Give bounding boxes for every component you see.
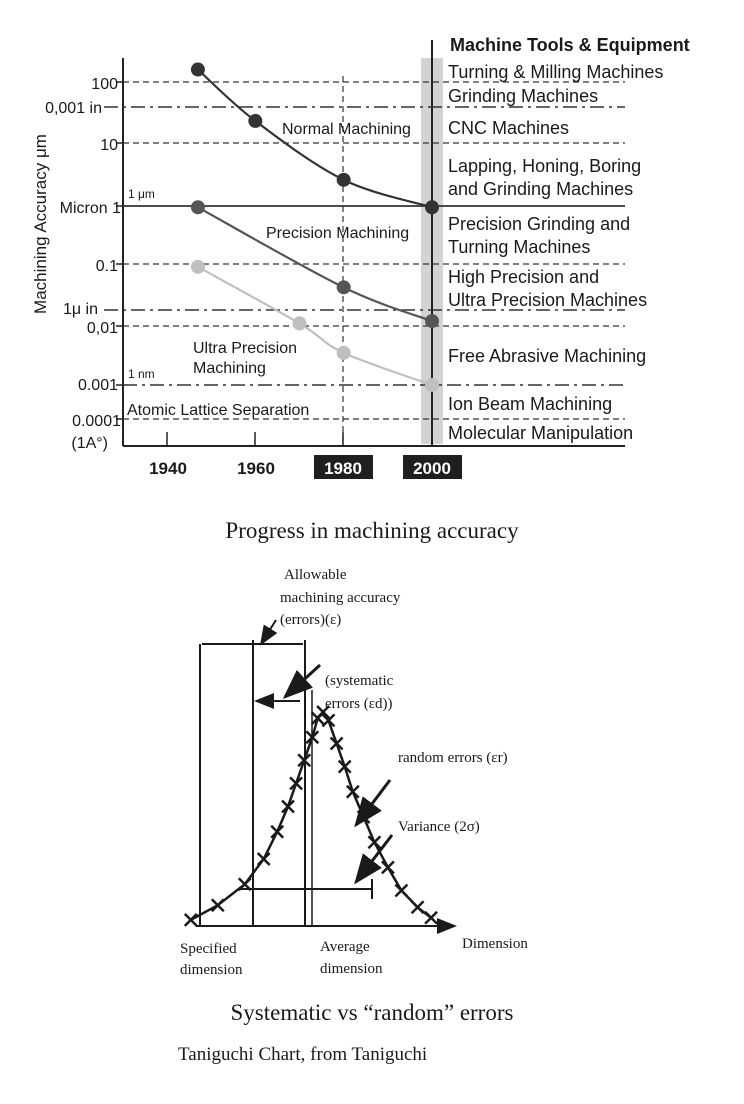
y-tick-0.1: 0.1	[96, 258, 118, 275]
label-ultra-machining: Machining	[193, 360, 266, 377]
series-layer	[190, 62, 439, 392]
equipment-item: CNC Machines	[448, 118, 569, 138]
variance-pointer	[354, 834, 394, 885]
sample-marker-11	[321, 713, 336, 728]
sample-marker-0	[183, 913, 198, 927]
equipment-item: Molecular Manipulation	[448, 423, 633, 443]
sample-marker-14	[345, 784, 360, 799]
sample-marker-16	[367, 835, 382, 850]
y-axis-label: Machining Accuracy μm	[31, 134, 50, 314]
sample-marker-6	[289, 776, 303, 791]
series-1-point-2	[425, 314, 439, 329]
label-0001-in: 0,001 in	[45, 100, 102, 117]
annot-specified-2: dimension	[180, 962, 243, 978]
series-0-point-2	[336, 172, 351, 187]
sample-marker-5	[281, 799, 295, 814]
x-tick-2000-box	[403, 455, 462, 479]
y-tick-0.001: 0.001	[78, 377, 118, 394]
equipment-item: Turning & Milling Machines	[448, 62, 663, 82]
series-1-point-0	[190, 200, 205, 215]
sample-marker-18	[394, 883, 409, 898]
label-1-nm: 1 nm	[128, 367, 155, 381]
caption-systematic-random: Systematic vs “random” errors	[230, 1000, 514, 1025]
caption-source: Taniguchi Chart, from Taniguchi	[178, 1044, 428, 1065]
equipment-item: Ultra Precision Machines	[448, 290, 647, 310]
annot-allowable-2: machining accuracy	[280, 590, 401, 606]
equipment-item: Free Abrasive Machining	[448, 346, 646, 366]
label-ultra-precision: Ultra Precision	[193, 340, 297, 357]
series-2-point-0	[190, 259, 205, 274]
sample-marker-1	[210, 898, 225, 913]
annot-average-2: dimension	[320, 961, 383, 977]
label-atomic-lattice: Atomic Lattice Separation	[127, 402, 309, 419]
annot-variance: Variance (2σ)	[398, 819, 480, 835]
sample-marker-7	[297, 753, 312, 768]
distribution-layer	[183, 705, 438, 927]
label-micro-inch: 1μ in	[63, 301, 98, 318]
x-tick-1960: 1960	[237, 459, 275, 478]
sample-marker-4	[270, 824, 285, 839]
equipment-item: Ion Beam Machining	[448, 394, 612, 414]
annot-average-1: Average	[320, 939, 370, 955]
series-0-point-0	[190, 62, 205, 77]
series-line-0	[197, 68, 433, 209]
series-line-2	[197, 265, 433, 387]
grid-lines	[104, 76, 625, 446]
x-tick-1940: 1940	[149, 459, 187, 478]
annot-random: random errors (εr)	[398, 750, 508, 766]
x-axis-label: Dimension	[462, 936, 528, 952]
sample-marker-13	[337, 759, 352, 774]
series-2-point-2	[336, 345, 351, 360]
label-precision-machining: Precision Machining	[266, 225, 409, 242]
x-tick-1980: 1980	[324, 459, 362, 478]
label-1-um: 1 μm	[128, 187, 155, 201]
x-tick-1980-box	[314, 455, 373, 479]
series-2-point-1	[292, 316, 307, 331]
y-tick-10: 10	[100, 137, 118, 154]
label-normal-machining: Normal Machining	[282, 121, 411, 138]
sample-marker-2	[237, 877, 252, 892]
series-0-point-3	[425, 200, 439, 215]
x-tick-marks	[166, 432, 433, 446]
annot-specified-1: Specified	[180, 941, 237, 957]
equipment-header: Machine Tools & Equipment	[450, 35, 690, 55]
sample-marker-19	[410, 900, 425, 915]
sample-marker-8	[305, 730, 320, 745]
sample-marker-20	[424, 910, 438, 925]
y-tick-1: Micron 1	[60, 200, 121, 217]
annot-allowable-1: Allowable	[284, 567, 347, 583]
label-angstrom: (1A°)	[71, 435, 108, 452]
caption-machining-accuracy: Progress in machining accuracy	[225, 518, 519, 543]
sample-marker-17	[381, 860, 395, 875]
equipment-item: Precision Grinding and	[448, 214, 630, 234]
taniguchi-chart: 100 10 Micron 1 0.1 0,01 0.001 0.0001 0,…	[31, 35, 690, 479]
y-tick-0.01: 0,01	[87, 320, 118, 337]
equipment-item: and Grinding Machines	[448, 179, 633, 199]
equipment-item: Grinding Machines	[448, 86, 598, 106]
annot-allowable-3: (errors)(ε)	[280, 612, 341, 628]
y-tick-marks	[116, 81, 123, 420]
series-0-point-1	[248, 113, 263, 128]
series-2-point-3	[425, 378, 439, 392]
sample-marker-12	[329, 736, 344, 751]
equipment-item: Turning Machines	[448, 237, 590, 257]
series-1-point-1	[336, 280, 351, 295]
equipment-item: Lapping, Honing, Boring	[448, 156, 641, 176]
allowable-pointer	[259, 619, 278, 646]
y-tick-100: 100	[91, 76, 118, 93]
systematic-pointer	[282, 663, 322, 700]
annot-systematic-1: (systematic	[325, 673, 394, 689]
x-tick-2000: 2000	[413, 459, 451, 478]
annot-systematic-2: errors (εd))	[325, 696, 393, 712]
sample-marker-15	[356, 810, 371, 824]
equipment-item: High Precision and	[448, 267, 599, 287]
y-tick-0.0001: 0.0001	[72, 413, 121, 430]
sample-marker-3	[256, 852, 271, 866]
error-distribution-chart: Allowable machining accuracy (errors)(ε)…	[180, 567, 528, 978]
sample-marker-10	[316, 705, 330, 719]
